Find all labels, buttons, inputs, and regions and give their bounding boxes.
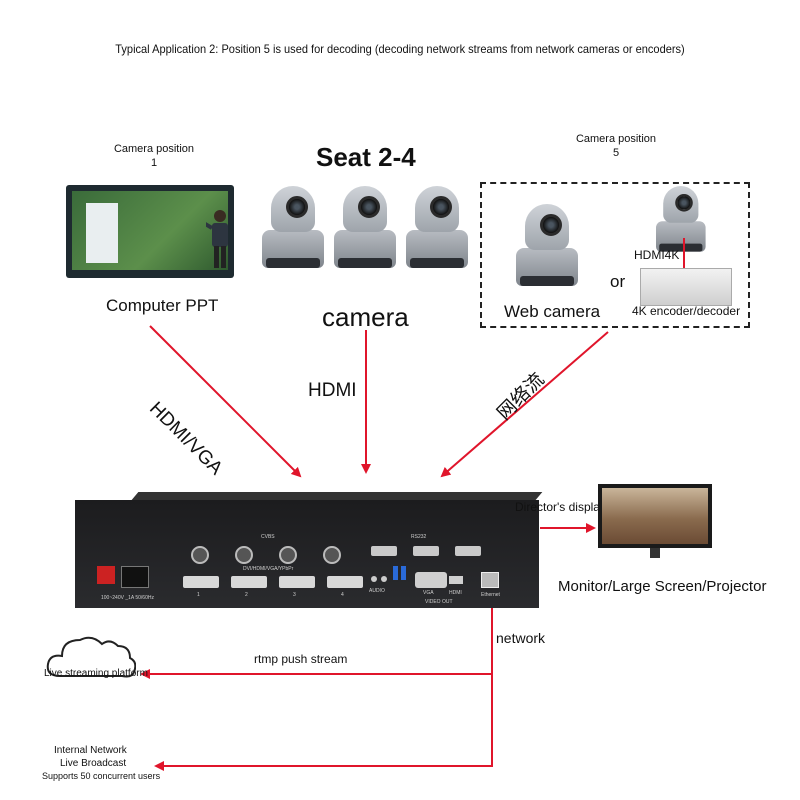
seat-label: Seat 2-4: [316, 142, 416, 172]
hdmi4k-label: HDMI4K: [634, 248, 680, 262]
rs232-port-2: [413, 546, 439, 556]
video-out-label: VIDEO OUT: [425, 599, 453, 605]
audio-in-jack: [371, 576, 377, 582]
camera-position-1-label: Camera position 1: [104, 142, 204, 170]
dvi-label: DVI/HDMI/VGA/YPbPr: [243, 566, 294, 572]
interactive-board-icon: [66, 185, 234, 278]
ptz-camera-icon: [334, 186, 396, 270]
monitor-stand: [650, 548, 660, 558]
ethernet-port: [481, 572, 499, 588]
web-camera-label: Web camera: [504, 302, 601, 321]
power-rating: 100~240V _1A 50/60Hz: [101, 595, 154, 601]
position-5-group: [480, 182, 750, 328]
cvbs-label: CVBS: [261, 534, 275, 540]
vga-port: [415, 572, 447, 588]
camera-label: camera: [322, 302, 409, 332]
cvbs-port-2: [235, 546, 253, 564]
network-stream-arrow: [440, 331, 609, 478]
diagram-title: Typical Application 2: Position 5 is use…: [115, 42, 685, 56]
vga-label: VGA: [423, 590, 434, 596]
rs232-port-3: [455, 546, 481, 556]
power-socket-icon: [121, 566, 149, 588]
encoder-label: 4K encoder/decoder: [632, 304, 741, 318]
power-switch-icon: [97, 566, 115, 584]
directors-display-label: Director's display: [515, 500, 606, 514]
computer-ppt-label: Computer PPT: [106, 296, 219, 315]
dvi-port-number: 3: [293, 592, 296, 598]
network-line: [154, 590, 493, 771]
hdmi-port-label: HDMI: [449, 590, 462, 596]
cloud-icon: [46, 636, 136, 678]
camera-position-5-line2: 5: [612, 147, 620, 159]
camera-position-5-line1: Camera position: [575, 133, 657, 145]
network-label: network: [496, 630, 546, 646]
internal-line2: Live Broadcast: [60, 758, 127, 769]
camera-position-5-label: Camera position 5: [566, 132, 666, 160]
or-label: or: [610, 272, 626, 291]
concurrent-users-label: Supports 50 concurrent users: [42, 771, 161, 781]
audio-out-jack: [381, 576, 387, 582]
recording-broadcast-host: 100~240V _1A 50/60Hz CVBS DVI/HDMI/VGA/Y…: [75, 492, 543, 608]
hdmi-vga-arrow: [149, 325, 302, 478]
camera-position-1-line1: Camera position: [113, 143, 195, 155]
ptz-camera-icon: [406, 186, 468, 270]
ethernet-label: Ethernet: [481, 592, 500, 598]
monitor-label: Monitor/Large Screen/Projector: [558, 578, 767, 595]
dvi-port-2: [231, 576, 267, 588]
ptz-camera-icon: [262, 186, 324, 270]
presenter-icon: [206, 210, 228, 268]
audio-label: AUDIO: [369, 588, 385, 594]
dvi-port-number: 1: [197, 592, 200, 598]
rs232-port-1: [371, 546, 397, 556]
monitor-icon: [598, 484, 712, 548]
dvi-port-number: 2: [245, 592, 248, 598]
usb-port: [401, 566, 406, 580]
dvi-port-1: [183, 576, 219, 588]
cvbs-port-3: [279, 546, 297, 564]
camera-position-1-line2: 1: [150, 157, 158, 169]
live-platform-label: Live streaming platform: [44, 668, 148, 679]
ptz-camera-small-icon: [656, 186, 706, 253]
rs232-label: RS232: [411, 534, 427, 540]
encoder-decoder-icon: [640, 268, 732, 306]
usb-port: [393, 566, 398, 580]
dvi-port-4: [327, 576, 363, 588]
cvbs-port-4: [323, 546, 341, 564]
web-camera-icon: [516, 204, 578, 288]
internal-line1: Internal Network: [54, 745, 127, 756]
cvbs-port-1: [191, 546, 209, 564]
rtmp-label: rtmp push stream: [254, 652, 348, 666]
dvi-port-3: [279, 576, 315, 588]
internal-broadcast-label: Internal Network Live Broadcast: [54, 744, 127, 770]
hdmi-port: [449, 576, 463, 584]
hdmi-label: HDMI: [308, 380, 357, 401]
dvi-port-number: 4: [341, 592, 344, 598]
